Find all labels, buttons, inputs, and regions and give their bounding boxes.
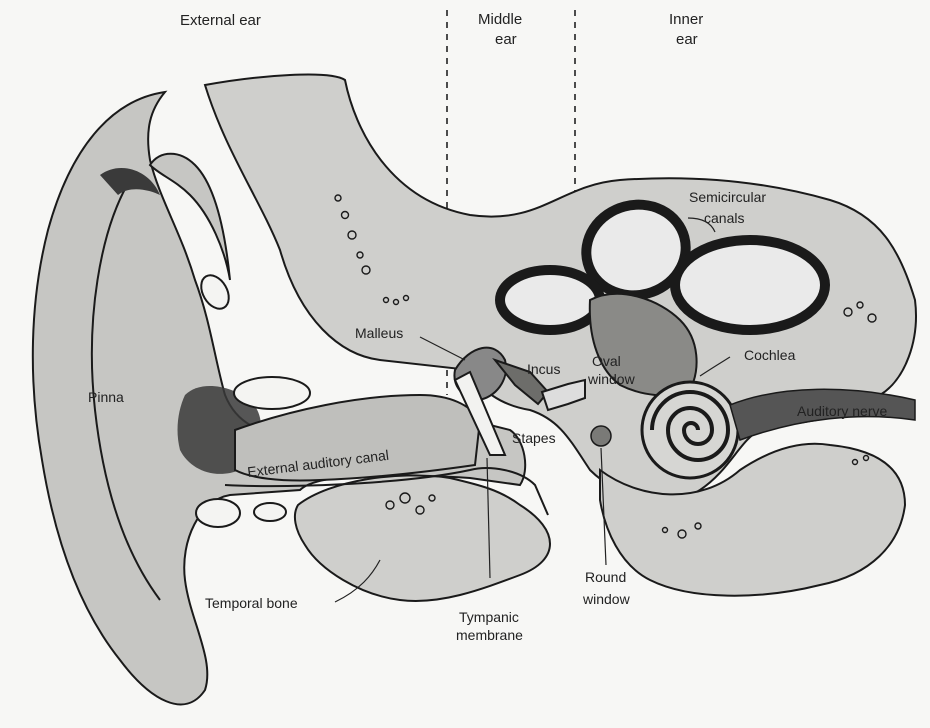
label-temporal-bone: Temporal bone (205, 595, 298, 611)
label-pinna: Pinna (88, 389, 124, 405)
label-oval-window-2: window (587, 371, 636, 387)
header-middle-ear-2: ear (495, 31, 517, 48)
label-semicircular-2: canals (704, 210, 744, 226)
header-inner-ear-1: Inner (669, 11, 703, 28)
label-round-window-2: window (582, 591, 631, 607)
label-malleus: Malleus (355, 325, 403, 341)
cochlea-shape (642, 382, 738, 478)
label-stapes: Stapes (512, 430, 556, 446)
label-cochlea: Cochlea (744, 347, 796, 363)
temporal-bone-lower (295, 475, 550, 601)
header-external-ear: External ear (180, 12, 261, 29)
label-oval-window-1: Oval (592, 353, 621, 369)
label-tympanic-1: Tympanic (459, 609, 519, 625)
cavity-2 (234, 377, 310, 409)
cavity-3 (196, 499, 240, 527)
label-round-window-1: Round (585, 569, 626, 585)
label-auditory-nerve: Auditory nerve (797, 403, 887, 419)
header-inner-ear-2: ear (676, 31, 698, 48)
label-tympanic-2: membrane (456, 627, 523, 643)
label-incus: Incus (527, 361, 560, 377)
cavity-4 (254, 503, 286, 521)
round-window-shape (591, 426, 611, 446)
header-middle-ear-1: Middle (478, 11, 522, 28)
label-semicircular-1: Semicircular (689, 189, 766, 205)
